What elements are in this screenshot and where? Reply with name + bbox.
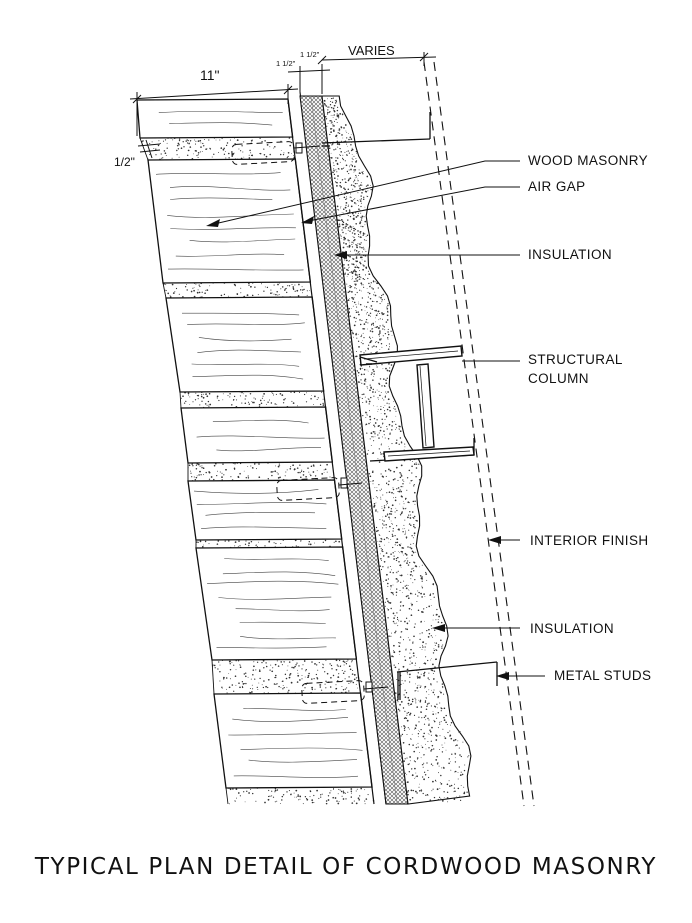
wall-tie-2 (276, 477, 363, 501)
dim-text-1-1-2-a: 1 1/2" (276, 59, 296, 68)
label-insulation-top: INSULATION (528, 247, 612, 262)
label-air-gap: AIR GAP (528, 179, 586, 194)
dimension-varies (317, 52, 437, 66)
wood-log (195, 546, 358, 661)
dim-text-half-inch: 1/2" (114, 155, 135, 169)
leader-lines (209, 160, 545, 677)
label-column: COLUMN (528, 371, 589, 386)
dimension-half-inch (137, 139, 161, 159)
dimension-1-1-2 (287, 64, 331, 94)
dim-text-varies: VARIES (348, 43, 395, 58)
label-structural: STRUCTURAL (528, 352, 623, 367)
label-wood-masonry: WOOD MASONRY (528, 153, 648, 168)
structural-column-inner (363, 350, 471, 457)
dim-text-1-1-2-b: 1 1/2" (300, 50, 320, 59)
wall-tie-3 (301, 680, 389, 704)
wood-log (213, 692, 373, 789)
drawing-title: TYPICAL PLAN DETAIL OF CORDWOOD MASONRY (34, 854, 657, 880)
masonry-inner-face (287, 99, 375, 805)
leader-arrowheads (206, 216, 509, 680)
dimension-11 (129, 84, 299, 136)
interior-finish-line-1 (423, 61, 525, 807)
wood-log (165, 296, 325, 393)
metal-stud-top (321, 112, 431, 147)
label-interior-finish: INTERIOR FINISH (530, 533, 649, 548)
label-metal-studs: METAL STUDS (554, 668, 651, 683)
wood-log (187, 479, 343, 541)
mortar-stipple (139, 137, 375, 805)
wall-tie-1 (231, 141, 321, 165)
label-insulation-bottom: INSULATION (530, 621, 614, 636)
dim-text-11: 11" (200, 67, 220, 83)
interior-finish-line-2 (433, 61, 535, 807)
wood-log (136, 98, 294, 139)
wood-log (180, 406, 334, 464)
metal-stud-bottom (396, 661, 498, 700)
